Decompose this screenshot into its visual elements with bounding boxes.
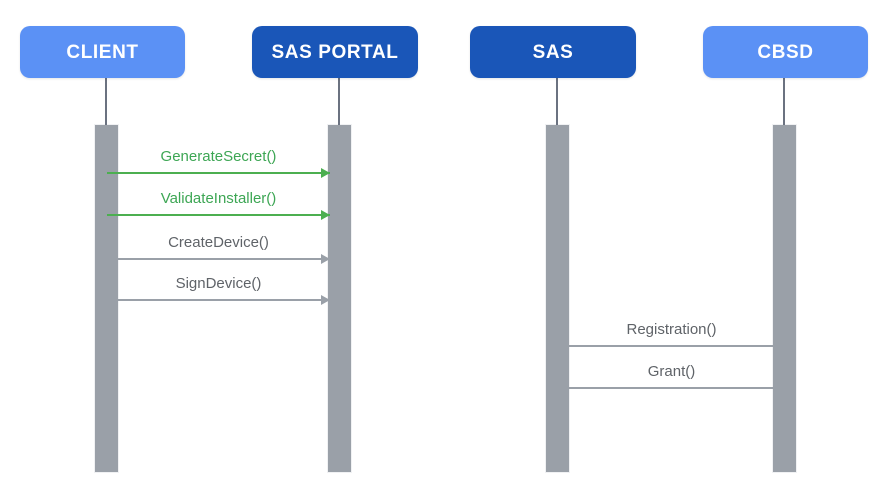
message-label-generate-secret: GenerateSecret() xyxy=(160,147,277,165)
message-line-create-device xyxy=(107,258,330,260)
message-arrowhead-grant xyxy=(558,383,567,393)
participant-box-client[interactable]: CLIENT xyxy=(20,26,185,78)
lifeline-stem-cbsd xyxy=(783,78,785,125)
activation-bar-sas-portal xyxy=(328,125,351,472)
message-arrowhead-generate-secret xyxy=(321,168,330,178)
activation-bar-sas xyxy=(546,125,569,472)
activation-bar-client xyxy=(95,125,118,472)
message-label-registration: Registration() xyxy=(626,320,717,338)
participant-box-cbsd[interactable]: CBSD xyxy=(703,26,868,78)
message-label-sign-device: SignDevice() xyxy=(175,274,262,292)
message-label-grant: Grant() xyxy=(647,362,696,380)
message-label-validate-installer: ValidateInstaller() xyxy=(160,189,277,207)
lifeline-stem-client xyxy=(105,78,107,125)
message-arrowhead-create-device xyxy=(321,254,330,264)
participant-label-sas: SAS xyxy=(532,41,574,63)
participant-box-sas[interactable]: SAS xyxy=(470,26,636,78)
message-line-validate-installer xyxy=(107,214,330,216)
message-line-sign-device xyxy=(107,299,330,301)
message-line-grant xyxy=(558,387,785,389)
message-line-generate-secret xyxy=(107,172,330,174)
participant-label-sas-portal: SAS PORTAL xyxy=(271,41,399,63)
message-line-registration xyxy=(558,345,785,347)
message-arrowhead-registration xyxy=(558,341,567,351)
message-label-create-device: CreateDevice() xyxy=(168,233,269,251)
lifeline-stem-sas xyxy=(556,78,558,125)
lifeline-stem-sas-portal xyxy=(338,78,340,125)
participant-label-client: CLIENT xyxy=(66,41,139,63)
message-arrowhead-sign-device xyxy=(321,295,330,305)
participant-box-sas-portal[interactable]: SAS PORTAL xyxy=(252,26,418,78)
participant-label-cbsd: CBSD xyxy=(757,41,814,63)
activation-bar-cbsd xyxy=(773,125,796,472)
message-arrowhead-validate-installer xyxy=(321,210,330,220)
